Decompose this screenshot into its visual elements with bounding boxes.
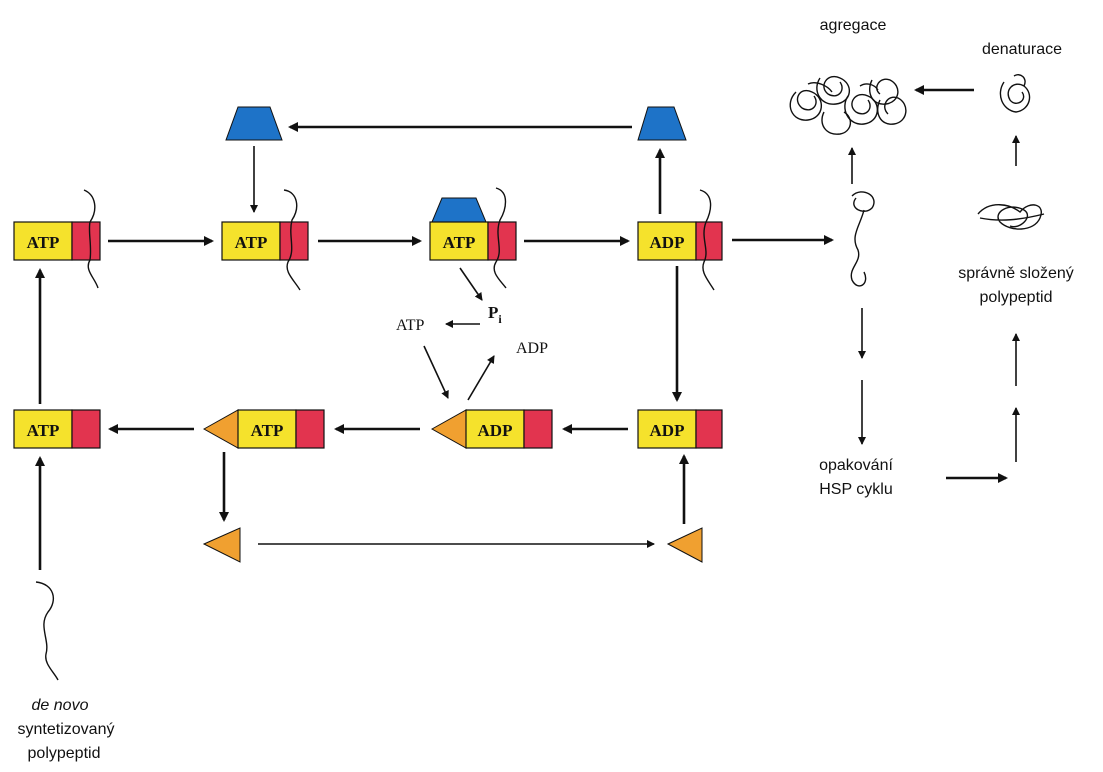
complex-atp-3: ATP — [430, 188, 516, 288]
folded-polypeptide — [978, 205, 1044, 229]
complex-atp-1-label: ATP — [27, 233, 60, 252]
complex-adp-4-label: ADP — [650, 233, 685, 252]
complex-adp-nef-label: ADP — [478, 421, 513, 440]
aggregation-label: agregace — [820, 17, 887, 34]
complex-atp-3-label: ATP — [443, 233, 476, 252]
denaturation-label: denaturace — [982, 41, 1062, 58]
complex-atp-nef-label: ATP — [251, 421, 284, 440]
repeat-label-line2: HSP cyklu — [819, 481, 893, 498]
complex-atp-empty-label: ATP — [27, 421, 60, 440]
arrow-atp-in — [424, 346, 448, 398]
complex-adp-bottom-right-label: ADP — [650, 421, 685, 440]
aggregate — [790, 77, 906, 135]
cochaperone-shape-top-left — [226, 107, 282, 140]
complex-atp-empty: ATP — [14, 410, 100, 448]
folded-label-line2: polypeptid — [980, 289, 1053, 306]
complex-atp-nef: ATP — [204, 410, 324, 448]
complex-adp-4: ADP — [638, 190, 722, 290]
nef-free-left — [204, 528, 240, 562]
released-chain — [851, 192, 874, 286]
nef-free-right — [668, 528, 702, 562]
arrow-to-pi — [460, 268, 482, 300]
complex-atp-1: ATP — [14, 190, 100, 288]
atp-free-label: ATP — [396, 317, 425, 334]
denovo-label-line3: polypeptid — [28, 745, 101, 762]
complex-atp-2: ATP — [222, 190, 308, 290]
arrow-adp-out — [468, 356, 494, 400]
repeat-label-line1: opakování — [819, 457, 893, 474]
complex-atp-2-label: ATP — [235, 233, 268, 252]
folded-label-line1: správně složený — [958, 265, 1074, 282]
cochaperone-shape-top-right — [638, 107, 686, 140]
pi-label: Pi — [488, 303, 502, 326]
denovo-label-line2: syntetizovaný — [18, 721, 115, 738]
denovo-label-italic: de novo — [32, 697, 89, 714]
complex-adp-bottom-right: ADP — [638, 410, 722, 448]
adp-free-label: ADP — [516, 340, 548, 357]
denatured-polypeptide — [1000, 75, 1029, 112]
complex-adp-nef: ADP — [432, 410, 552, 448]
denovo-chain — [36, 582, 58, 680]
